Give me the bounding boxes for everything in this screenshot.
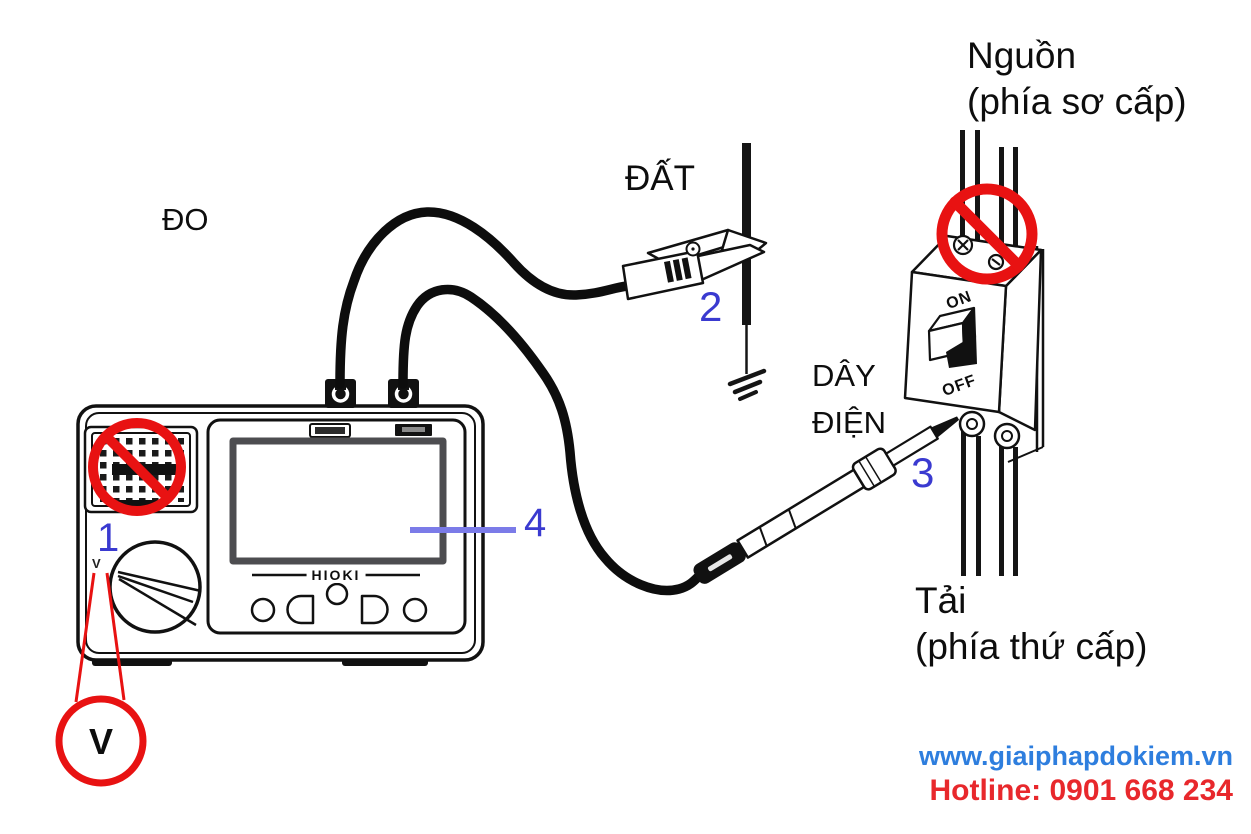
- voltage-symbol: V: [88, 721, 114, 762]
- label-load-line1: Tải: [915, 580, 967, 621]
- voltage-circle: [55, 695, 147, 787]
- callout-number-3: 3: [911, 449, 935, 496]
- callout-number-2: 2: [699, 283, 723, 330]
- display-screen: [229, 437, 447, 565]
- earth-clip: [621, 228, 768, 301]
- probe-barrel: [736, 468, 866, 559]
- label-source: Nguồn (phía sơ cấp): [967, 33, 1187, 125]
- instrument-body: [76, 379, 485, 666]
- button-row: [250, 582, 428, 625]
- label-source-line2: (phía sơ cấp): [967, 81, 1187, 122]
- dial-marker-v: V: [92, 556, 101, 571]
- button-right-arrow: [360, 594, 389, 625]
- label-wire-line1: DÂY: [812, 358, 876, 393]
- watermark-website: www.giaiphapdokiem.vn: [918, 741, 1233, 771]
- no-touch-icon-breaker: [936, 183, 1038, 285]
- no-touch-icon-grille: [88, 418, 186, 516]
- line-badge: [395, 424, 432, 436]
- button-left-arrow: [286, 594, 315, 625]
- watermark-hotline: Hotline: 0901 668 234: [929, 774, 1233, 807]
- label-earth: ĐẤT: [625, 159, 695, 198]
- button-round-1: [250, 597, 276, 623]
- brand-logo: HIOKI: [306, 567, 366, 583]
- label-wire-line2: ĐIỆN: [812, 405, 887, 440]
- line-cable: [398, 284, 705, 596]
- label-load: Tải (phía thứ cấp): [915, 578, 1148, 670]
- label-wire: DÂY ĐIỆN: [812, 352, 886, 446]
- ground-rod: [727, 143, 767, 401]
- top-screw-right: [987, 253, 1005, 271]
- top-screw-left: [952, 234, 974, 256]
- callout-number-1: 1: [97, 516, 120, 560]
- toggle-switch: [927, 306, 977, 368]
- probe-tip: [931, 416, 960, 438]
- rotary-dial: [108, 540, 202, 634]
- label-source-line1: Nguồn: [967, 35, 1077, 76]
- button-round-2: [402, 597, 428, 623]
- earth-badge: [309, 423, 351, 438]
- test-probe: [693, 416, 960, 584]
- load-wires: [961, 430, 1018, 576]
- earth-symbol: [727, 368, 767, 401]
- clip-connector: [621, 249, 705, 301]
- voltage-indicator-callout: [55, 572, 147, 787]
- earth-cable: [335, 207, 632, 389]
- button-round-center: [325, 582, 349, 606]
- breaker-terminal-screws: [958, 410, 1021, 450]
- label-load-line2: (phía thứ cấp): [915, 626, 1148, 667]
- label-measure: ĐO: [162, 202, 209, 237]
- callout-number-4: 4: [524, 501, 547, 545]
- clip-grip-ridges: [664, 257, 692, 283]
